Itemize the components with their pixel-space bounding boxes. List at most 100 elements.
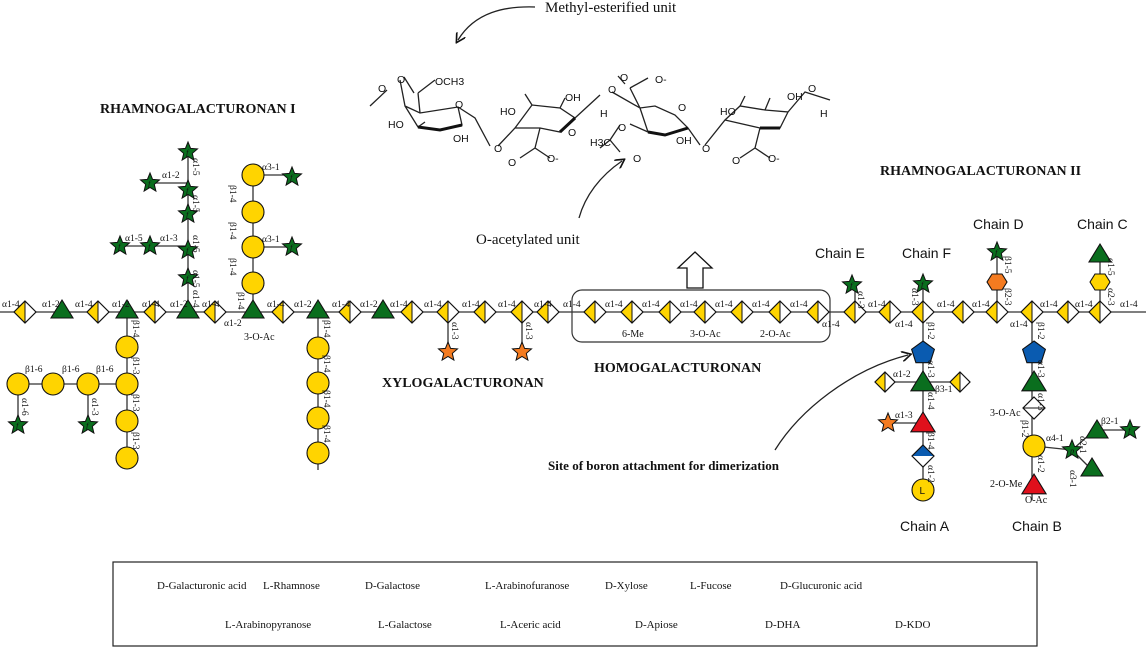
galacturonic-acid-icon [203,300,227,324]
arabinofuranose-icon: f [139,171,161,193]
svg-text:O: O [678,102,686,114]
svg-text:f: f [16,421,20,431]
linkage-label: α1-2 [294,300,312,310]
galactose-icon [6,372,30,396]
methyl-arrow [458,6,536,40]
rhamnose-icon [1085,418,1109,439]
galacturonic-acid-icon [806,300,830,324]
linkage-label: α1-2 [170,300,188,310]
galacturonic-acid-icon [338,300,362,324]
legend-label: D-KDO [895,619,930,631]
title-xylogalacturonan: XYLOGALACTURONAN [382,376,544,391]
arabinofuranose-icon: f [177,202,199,224]
rhamnose-icon [1088,242,1112,263]
svg-text:HO: HO [500,106,516,118]
chain-b-label: Chain B [1012,518,1062,534]
svg-text:f: f [186,246,190,256]
linkage-label: β1-6 [62,365,80,375]
svg-text:f: f [118,242,122,252]
legend-label: D-DHA [765,619,800,631]
linkage-label: α1-4 [822,320,840,330]
svg-text:O: O [568,127,576,139]
linkage-label: α1-2 [360,300,378,310]
galacturonic-acid-icon [843,300,867,324]
linkage-label: β1-4 [321,355,331,373]
galactose-icon [115,409,139,433]
linkage-label: β1-4 [235,292,245,310]
svg-text:f: f [186,148,190,158]
svg-text:OH: OH [676,135,692,147]
linkage-label: α1-5 [190,195,200,213]
svg-text:f: f [850,281,854,291]
svg-text:O: O [508,157,516,169]
linkage-label: β1-6 [25,365,43,375]
rhamnose-icon [50,298,74,319]
galacturonic-acid-icon [1088,300,1112,324]
legend-label: L-Fucose [690,580,732,592]
boron-arrow [774,355,908,451]
linkage-label: α1-2 [42,300,60,310]
galacturonic-acid-icon [86,300,110,324]
arabinofuranose-icon: f [281,165,303,187]
linkage-label: α1-4 [1040,300,1058,310]
linkage-label: β2-1 [1101,417,1119,427]
linkage-label: α1-4 [202,300,220,310]
svg-text:H: H [820,108,828,120]
xylose-icon [511,340,533,362]
linkage-label: α1-3 [909,288,919,306]
svg-text:O: O [808,83,816,95]
linkage-label: α1-4 [752,300,770,310]
linkage-label: α1-4 [332,300,350,310]
linkage-label: α1-3 [1035,360,1045,378]
galacturonic-acid-icon [949,371,971,393]
svg-text:HO: HO [388,119,404,131]
linkage-label: α1-5 [190,158,200,176]
galacturonic-acid-icon [730,300,754,324]
fucose-icon [1020,472,1048,495]
linkage-label: α1-4 [75,300,93,310]
linkage-label: β1-2 [1019,420,1029,438]
mod-3-o-ac-hg: 3-O-Ac [690,329,721,340]
mod-3-o-ac: 3-O-Ac [244,332,275,343]
galacturonic-acid-icon [536,300,560,324]
linkage-label: α2-1 [1077,436,1087,454]
galactose-icon [241,235,265,259]
galactose-icon [241,163,265,187]
linkage-label: β1-4 [321,390,331,408]
svg-text:f: f [1128,426,1132,436]
rhamnose-icon [115,298,139,319]
rhamnose-icon [909,369,937,392]
linkage-label: α1-3 [89,398,99,416]
linkage-label: α1-3 [895,411,913,421]
linkage-label: α1-4 [642,300,660,310]
chain-e-label: Chain E [815,245,865,261]
legend-label: L-Rhamnose [263,580,320,592]
aceric-acid-icon [1022,396,1046,420]
svg-text:f: f [995,248,999,258]
linkage-label: α1-4 [790,300,808,310]
acetyl-arrow [578,161,622,219]
galacturonic-acid-icon [400,300,424,324]
svg-text:O: O [618,122,626,134]
linkage-label: α1-5 [190,270,200,288]
dha-icon [986,273,1008,291]
svg-text:OCH3: OCH3 [435,76,464,88]
linkage-label: α1-4 [142,300,160,310]
galactose-icon [241,200,265,224]
chemical-structure: O OCH3 O O HO OH O HO OH H O O O- O O O-… [369,72,831,169]
linkage-label: α4-1 [1046,434,1064,444]
linkage-label: α1-3 [855,291,865,309]
linkage-label: α1-4 [895,320,913,330]
galactose-icon [306,371,330,395]
legend-label: L-Aceric acid [500,619,561,631]
svg-text:O: O [378,83,386,95]
linkage-label: β1-4 [925,432,935,450]
linkage-label: α1-4 [972,300,990,310]
svg-text:f: f [290,173,294,183]
galactose-icon [76,372,100,396]
linkage-label: α1-4 [462,300,480,310]
rhamnose-icon [241,298,265,319]
galactose-icon [306,406,330,430]
linkage-label: α1-4 [715,300,733,310]
